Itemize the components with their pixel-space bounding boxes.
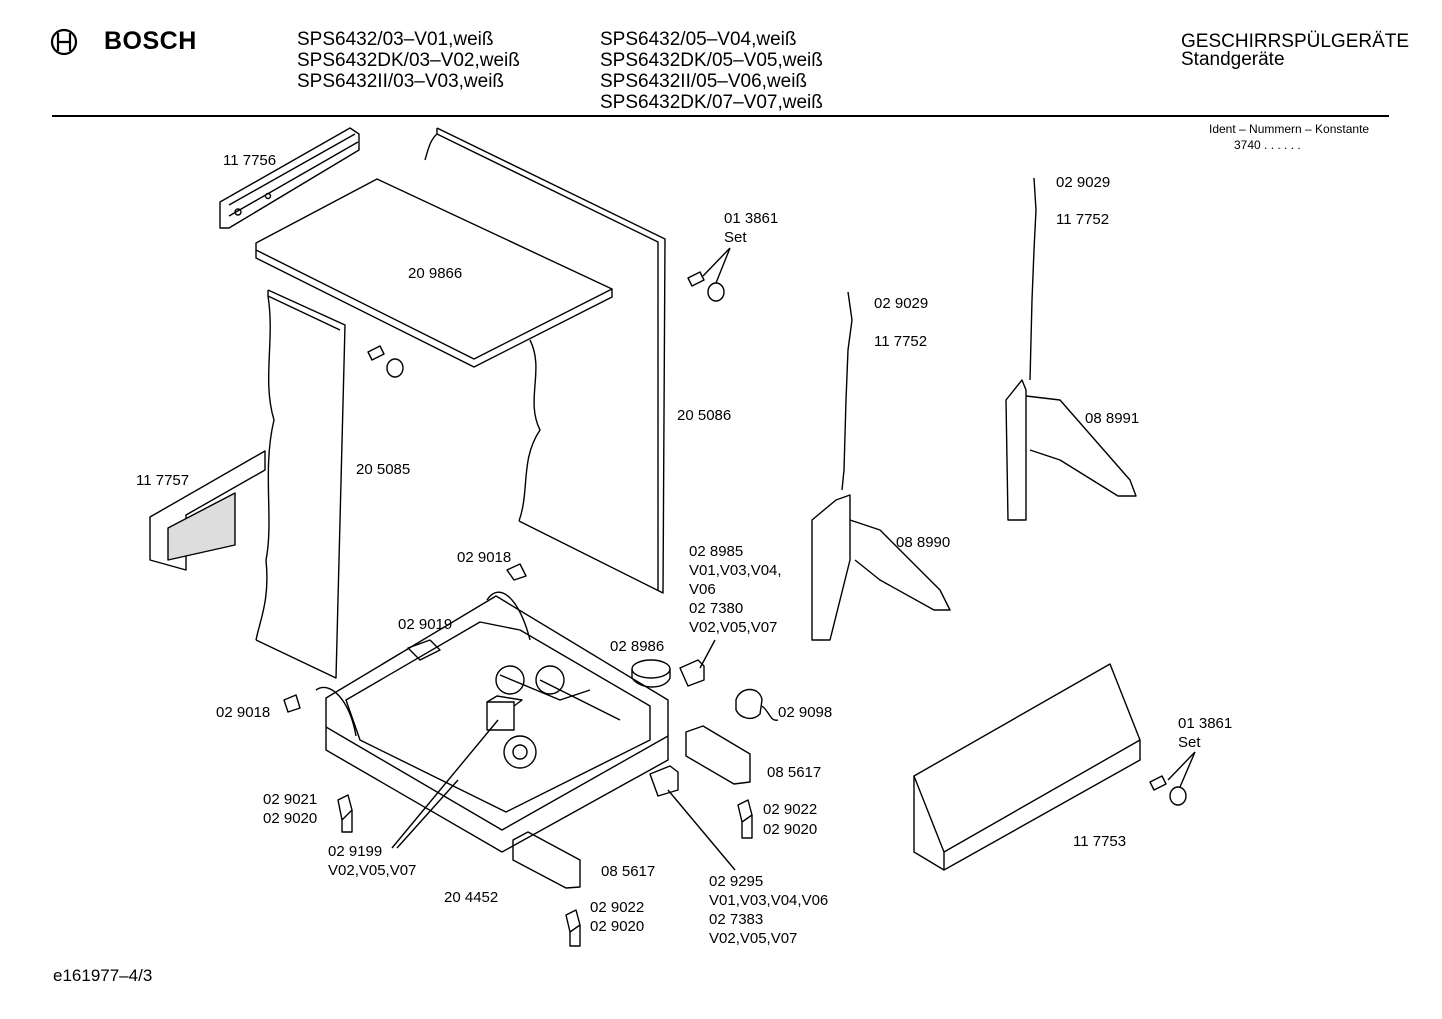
doc-id: e161977–4/3: [53, 966, 153, 985]
leader-line: [391, 719, 499, 849]
part-label: 08 5617: [767, 764, 822, 781]
model-line: SPS6432DK/07–V07,weiß: [600, 92, 823, 113]
bracket-085617b: [512, 831, 581, 889]
part-label: V01,V03,V04,: [689, 562, 782, 579]
category-title: GESCHIRRSPÜLGERÄTE: [1181, 31, 1410, 52]
part-label: 01 3861: [724, 210, 779, 227]
part-label: 02 9020: [263, 810, 318, 827]
part-label: 02 9022: [590, 899, 645, 916]
screw-set-c: [367, 345, 404, 378]
side-panel-205086: [424, 127, 666, 594]
part-label: 02 9199: [328, 843, 383, 860]
model-line: SPS6432/03–V01,weiß: [297, 29, 494, 50]
part-label: 20 9866: [408, 265, 463, 282]
ident-label: Ident – Nummern – Konstante: [1209, 122, 1370, 136]
leader-line: [396, 779, 459, 849]
part-label: 20 5085: [356, 461, 411, 478]
part-label: 11 7753: [1073, 833, 1127, 850]
part-label: 02 9020: [763, 821, 818, 838]
part-label: 02 9018: [457, 549, 512, 566]
part-label: 01 3861: [1178, 715, 1233, 732]
subcategory-title: Standgeräte: [1181, 49, 1285, 70]
switch-029295: [649, 765, 679, 797]
part-label: 02 9018: [216, 704, 271, 721]
foot-029020c: [565, 909, 581, 947]
bracket-085617a: [685, 725, 751, 785]
part-label: 02 8986: [610, 638, 665, 655]
foot-029020a: [337, 794, 353, 833]
part-label: V01,V03,V04,V06: [709, 892, 829, 909]
hinge-088991: [1005, 177, 1137, 521]
part-label: 08 5617: [601, 863, 656, 880]
plug-028985: [679, 659, 705, 687]
part-label: Set: [724, 229, 747, 246]
part-label: 02 7383: [709, 911, 764, 928]
part-label: 11 7757: [136, 472, 190, 489]
part-label: V06: [689, 581, 716, 598]
part-label: 11 7752: [874, 333, 928, 350]
part-label: 08 8991: [1085, 410, 1140, 427]
brand-name: BOSCH: [104, 27, 197, 55]
part-label: 02 7380: [689, 600, 744, 617]
part-label: 02 9295: [709, 873, 764, 890]
part-label: Set: [1178, 734, 1201, 751]
part-label: 02 8985: [689, 543, 744, 560]
bosch-armature-icon: [50, 28, 78, 56]
screw-set-b: [1149, 775, 1187, 806]
clip-029018b: [283, 694, 301, 713]
model-line: SPS6432DK/05–V05,weiß: [600, 50, 823, 71]
part-label: 02 9021: [263, 791, 318, 808]
relay-029199: [486, 695, 523, 731]
model-line: SPS6432/05–V04,weiß: [600, 29, 797, 50]
latch-029019: [407, 639, 441, 661]
part-label: 02 9029: [1056, 174, 1111, 191]
part-label: 02 9022: [763, 801, 818, 818]
model-line: SPS6432II/05–V06,weiß: [600, 71, 808, 92]
part-label: V02,V05,V07: [689, 619, 778, 636]
part-label: 20 4452: [444, 889, 499, 906]
part-label: V02,V05,V07: [328, 862, 417, 879]
leader-line: [667, 789, 736, 871]
ident-value: 3740 . . . . . .: [1234, 138, 1301, 152]
leader-line: [702, 247, 731, 284]
part-label: 02 9019: [398, 616, 453, 633]
knob-028986: [631, 659, 671, 688]
part-label: 11 7756: [223, 152, 277, 169]
leader-line: [699, 639, 716, 669]
rail-117756: [219, 127, 360, 229]
part-label: 02 9029: [874, 295, 929, 312]
part-label: 20 5086: [677, 407, 732, 424]
side-panel-205085: [255, 289, 346, 679]
part-label: 02 9098: [778, 704, 833, 721]
part-label: V02,V05,V07: [709, 930, 798, 947]
rail-117757: [149, 450, 266, 571]
screw-set-a: [687, 271, 725, 302]
foot-029020b: [737, 799, 753, 839]
part-label: 08 8990: [896, 534, 951, 551]
model-line: SPS6432II/03–V03,weiß: [297, 71, 505, 92]
base-frame-204452: [315, 591, 669, 853]
part-label: 11 7752: [1056, 211, 1110, 228]
model-line: SPS6432DK/03–V02,weiß: [297, 50, 520, 71]
capacitor-029098: [735, 688, 779, 721]
part-label: 02 9020: [590, 918, 645, 935]
leader-line: [1167, 751, 1196, 788]
